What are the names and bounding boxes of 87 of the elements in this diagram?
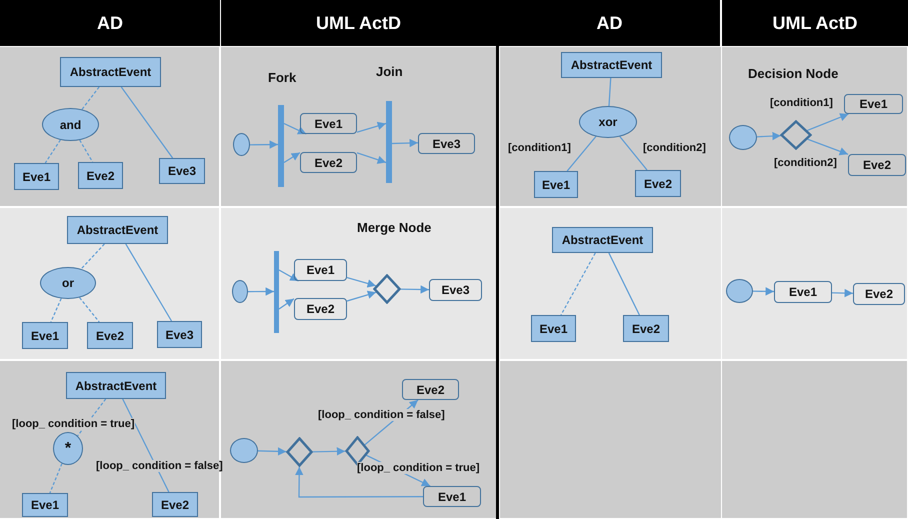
fork-bar <box>386 101 392 183</box>
connector-line <box>608 252 640 316</box>
node-caption: Merge Node <box>357 220 432 235</box>
action-box: Eve1 <box>423 486 481 507</box>
connector-line <box>79 140 94 162</box>
arrow <box>295 466 423 498</box>
arrow <box>258 447 286 456</box>
event-box: Eve1 <box>14 163 59 190</box>
action-box: Eve2 <box>848 154 906 176</box>
event-box: AbstractEvent <box>561 52 662 78</box>
panel-caption: Decision Node <box>748 66 838 81</box>
action-box: Eve3 <box>418 133 475 154</box>
arrow <box>312 447 346 456</box>
arrow <box>284 122 307 135</box>
event-box: Eve1 <box>22 322 68 349</box>
arrow <box>753 287 774 296</box>
event-box: AbstractEvent <box>66 372 166 399</box>
node-caption: Join <box>376 64 403 79</box>
arrow <box>400 285 429 294</box>
connector-line <box>566 136 596 172</box>
action-box: Eve2 <box>853 283 905 305</box>
connector-line <box>82 86 100 110</box>
action-box: Eve1 <box>294 259 347 281</box>
event-box: AbstractEvent <box>60 57 161 87</box>
decision-diamond <box>373 274 401 304</box>
connector-line <box>50 298 62 322</box>
event-box: Eve1 <box>531 315 576 342</box>
event-box: Eve2 <box>78 162 123 189</box>
connector-line <box>125 244 172 322</box>
action-box: Eve2 <box>294 298 347 320</box>
arrow <box>806 113 849 132</box>
action-box: Eve2 <box>300 152 357 173</box>
connector-line <box>77 398 106 436</box>
edge-label: [loop_ condition = true] <box>357 462 480 474</box>
connector-line <box>560 252 596 316</box>
connector-line <box>120 86 174 158</box>
event-box: Eve2 <box>87 322 133 349</box>
event-box: Eve2 <box>635 170 681 197</box>
arrow <box>756 132 781 140</box>
action-box: Eve1 <box>300 113 357 134</box>
arrow <box>250 140 278 149</box>
arrow <box>392 138 418 148</box>
decision-diamond <box>286 437 313 467</box>
action-box: Eve2 <box>402 379 459 400</box>
edge-label: [condition1] <box>770 97 833 109</box>
edge-label: [loop_ condition = true] <box>12 418 135 430</box>
edge-label: [condition1] <box>508 142 571 154</box>
event-box: Eve2 <box>152 492 198 517</box>
connector-line <box>49 463 62 494</box>
column-header: UML ActD <box>722 0 908 46</box>
edge-label: [condition2] <box>643 142 706 154</box>
arrow <box>807 138 848 156</box>
arrow <box>356 122 386 133</box>
event-box: Eve3 <box>157 321 202 348</box>
arrow <box>346 290 376 302</box>
arrow <box>248 287 274 296</box>
event-box: Eve3 <box>159 158 205 184</box>
column-header: AD <box>499 0 720 46</box>
arrow <box>278 269 299 282</box>
fork-bar <box>278 105 284 187</box>
connector-line <box>608 78 612 106</box>
connector-line <box>80 244 105 270</box>
column-header: AD <box>0 0 220 46</box>
edge-label: [condition2] <box>774 157 837 169</box>
event-box: AbstractEvent <box>67 216 168 244</box>
edge-label: [loop_ condition = false] <box>96 460 223 472</box>
connector-line <box>619 136 648 170</box>
event-box: Eve2 <box>623 315 669 342</box>
node-caption: Fork <box>268 70 296 85</box>
action-box: Eve1 <box>844 94 903 114</box>
edge-label: [loop_ condition = false] <box>318 409 445 421</box>
arrow <box>832 288 854 298</box>
event-box: AbstractEvent <box>552 227 653 253</box>
fork-bar <box>274 251 279 333</box>
arrow <box>278 298 294 310</box>
arrow <box>356 152 386 164</box>
action-box: Eve3 <box>429 279 482 301</box>
arrow <box>284 152 300 164</box>
event-box: Eve1 <box>22 493 68 517</box>
arrow <box>346 277 376 288</box>
event-box: Eve1 <box>534 171 578 198</box>
column-header: UML ActD <box>221 0 496 46</box>
connector-line <box>44 140 61 164</box>
connector-line <box>79 297 100 322</box>
decision-diamond <box>780 120 812 150</box>
action-box: Eve1 <box>774 281 832 303</box>
connector-line <box>122 398 170 492</box>
